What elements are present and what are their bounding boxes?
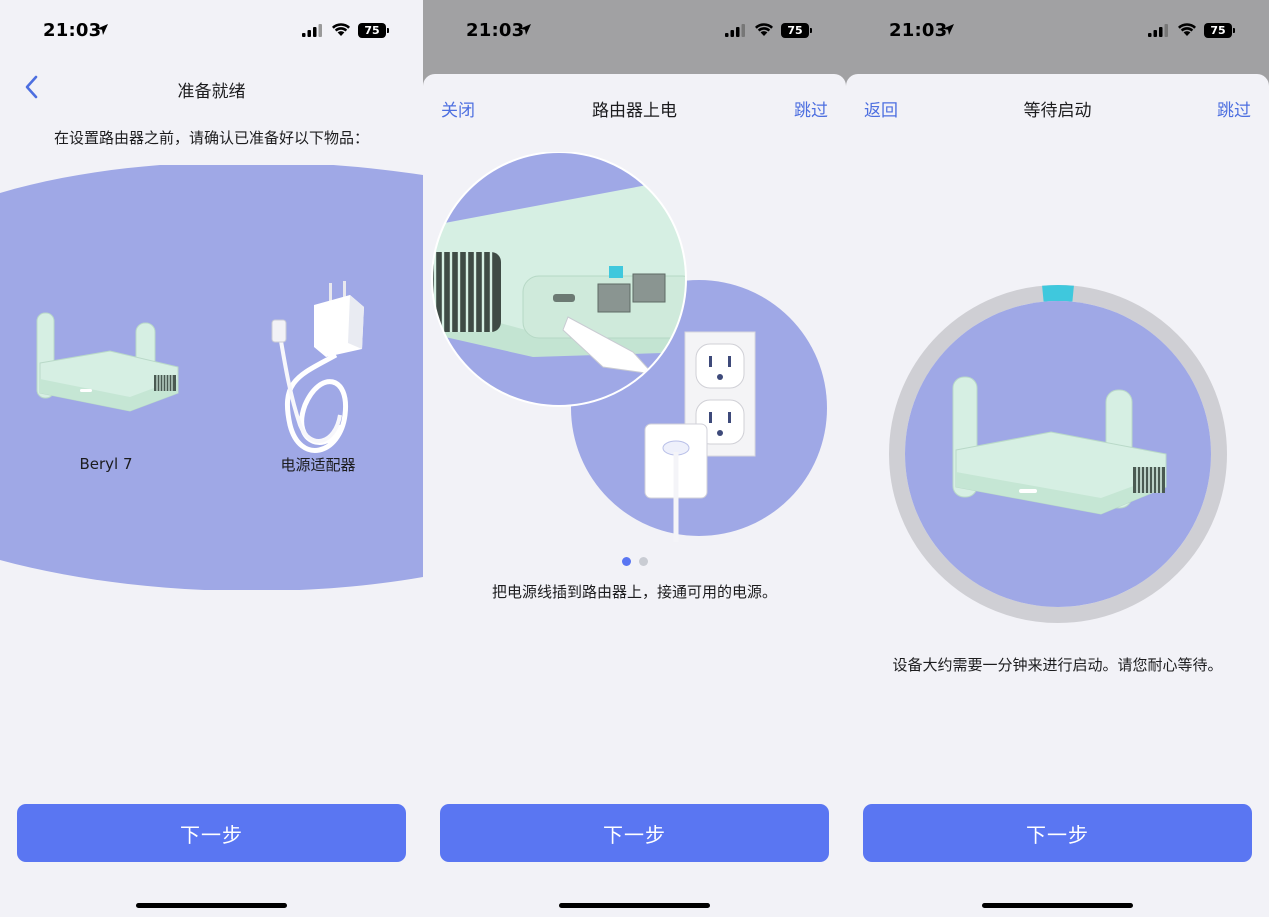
status-bar: 21:03 75 [0,0,423,62]
page-title: 准备就绪 [177,82,246,102]
screen-ready: 21:03 75 准备就绪 在设置路由器之前，请确认已准备好以下物品： [0,0,423,917]
wifi-icon [1178,23,1196,36]
next-button[interactable]: 下一步 [440,804,829,862]
items-background [0,165,423,590]
status-time: 21:03 [889,20,948,41]
page-title: 路由器上电 [592,101,677,121]
skip-link[interactable]: 跳过 [1217,101,1251,121]
close-link[interactable]: 关闭 [441,101,475,121]
wifi-icon [755,23,773,36]
battery-icon: 75 [781,23,809,38]
cellular-signal-icon [302,24,322,37]
battery-tip [1233,28,1235,33]
battery-icon: 75 [358,23,386,38]
boot-progress-ring [889,285,1227,623]
next-button[interactable]: 下一步 [863,804,1252,862]
back-chevron-icon[interactable] [22,74,42,100]
status-time: 21:03 [43,20,102,41]
page-dot-1[interactable] [621,557,631,566]
item-label-adapter: 电源适配器 [280,456,356,474]
status-time: 21:03 [466,20,525,41]
next-button[interactable]: 下一步 [17,804,406,862]
status-bar: 21:03 75 [846,0,1269,62]
location-arrow-icon [520,24,531,35]
modal-sheet: 关闭 路由器上电 跳过 [423,74,846,917]
home-indicator [982,903,1133,908]
power-illustration [431,152,827,542]
item-label-router: Beryl 7 [79,455,133,473]
skip-link[interactable]: 跳过 [794,101,828,121]
status-bar: 21:03 75 [423,0,846,62]
location-arrow-icon [943,24,954,35]
instruction-text: 把电源线插到路由器上，接通可用的电源。 [491,583,777,601]
modal-sheet: 返回 等待启动 跳过 设备大约需要一分钟来进行启动。请您耐心等待。 [846,74,1269,917]
page-dot-2[interactable] [638,557,648,566]
page-dots [423,557,846,566]
location-arrow-icon [97,24,108,35]
battery-tip [810,28,812,33]
cellular-signal-icon [725,24,745,37]
wifi-icon [332,23,350,36]
router-illustration [36,312,179,412]
intro-text: 在设置路由器之前，请确认已准备好以下物品： [53,129,369,147]
screen-power-on: 21:03 75 关闭 路由器上电 跳过 [423,0,846,917]
back-link[interactable]: 返回 [864,101,898,121]
screen-waiting-boot: 21:03 75 返回 等待启动 跳过 [846,0,1269,917]
router-port-zoom [431,152,687,407]
page-title: 等待启动 [1023,101,1092,121]
cellular-signal-icon [1148,24,1168,37]
home-indicator [136,903,287,908]
home-indicator [559,903,710,908]
power-adapter-illustration [271,281,364,453]
battery-icon: 75 [1204,23,1232,38]
waiting-text: 设备大约需要一分钟来进行启动。请您耐心等待。 [892,656,1223,674]
battery-tip [387,28,389,33]
router-illustration [952,376,1167,515]
plugged-adapter-illustration [644,423,708,542]
